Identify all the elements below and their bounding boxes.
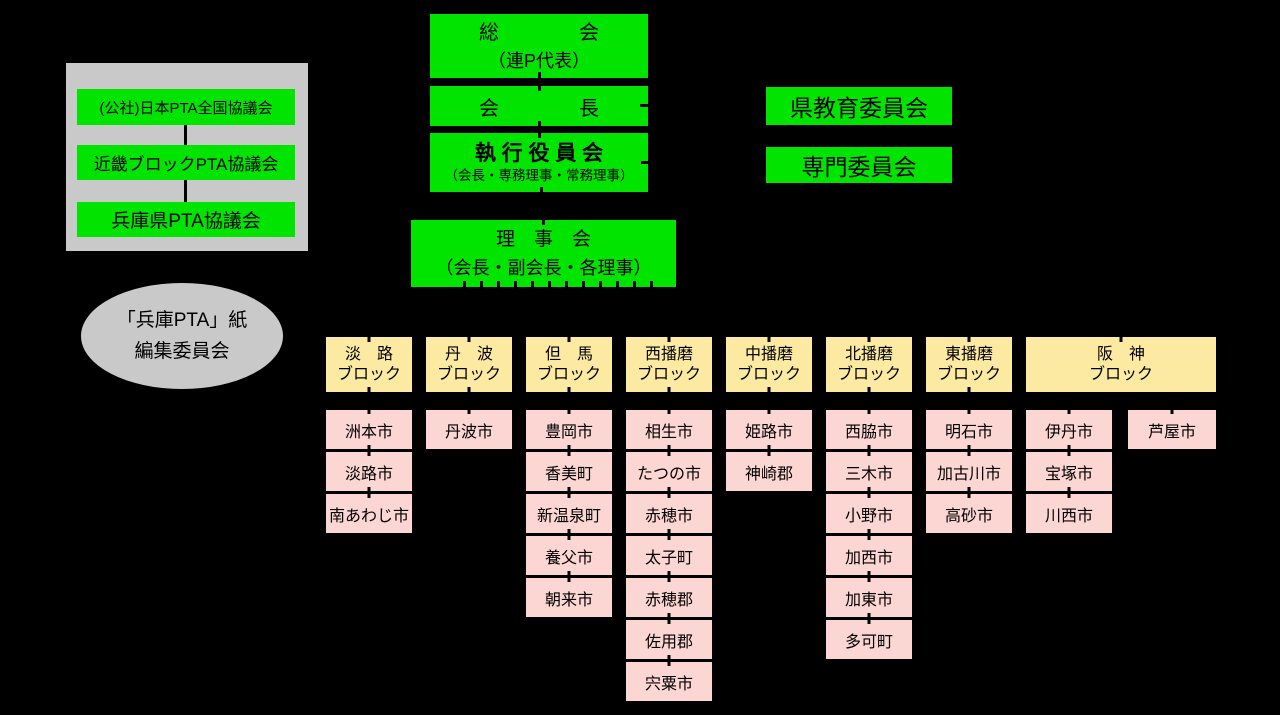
board-of-directors-title: 理 事 会	[495, 229, 591, 250]
block-awaji-name: 淡 路	[344, 345, 393, 363]
block-awaji: 淡 路 ブロック	[326, 337, 412, 392]
hyogo-pta-council-label: 兵庫県PTA協議会	[111, 211, 261, 232]
city-miki: 三木市	[826, 452, 912, 491]
executive-board-subtitle: （会長・専務理事・常務理事）	[444, 168, 634, 183]
city-asago: 朝来市	[526, 578, 612, 617]
block-suffix: ブロック	[536, 365, 601, 383]
city-kanzaki-gun: 神崎郡	[726, 452, 812, 491]
president-box: 会 長	[430, 86, 648, 126]
city-ashiya: 芦屋市	[1128, 410, 1216, 449]
block-nishi-harima: 西播磨 ブロック	[626, 337, 712, 392]
kinki-block-pta-council-label: 近畿ブロックPTA協議会	[93, 155, 279, 174]
national-pta-council-label: (公社)日本PTA全国協議会	[99, 99, 273, 117]
city-tanba: 丹波市	[426, 410, 512, 449]
block-nishi-harima-name: 西播磨	[644, 345, 693, 363]
city-sayo-gun: 佐用郡	[626, 620, 712, 659]
city-taishi: 太子町	[626, 536, 712, 575]
connector-stub	[542, 220, 545, 225]
city-shiso: 宍粟市	[626, 662, 712, 701]
city-nishiwaki: 西脇市	[826, 410, 912, 449]
connector-stub	[538, 121, 541, 126]
block-suffix: ブロック	[736, 365, 801, 383]
city-tatsuno: たつの市	[626, 452, 712, 491]
kinki-block-pta-council-box: 近畿ブロックPTA協議会	[77, 145, 295, 180]
city-shinonsen: 新温泉町	[526, 494, 612, 533]
general-assembly-subtitle: （連P代表）	[487, 51, 590, 71]
connector-stub	[538, 133, 541, 138]
dashed-connector-stub	[640, 104, 649, 107]
city-ako: 赤穂市	[626, 494, 712, 533]
block-suffix: ブロック	[636, 365, 701, 383]
editorial-committee-line2: 編集委員会	[134, 341, 230, 362]
block-suffix: ブロック	[936, 365, 1001, 383]
connector-stub	[538, 72, 541, 78]
block-kita-harima-name: 北播磨	[844, 345, 893, 363]
city-ako-gun: 赤穂郡	[626, 578, 712, 617]
block-suffix: ブロック	[1088, 365, 1153, 383]
national-pta-council-box: (公社)日本PTA全国協議会	[77, 89, 295, 125]
connector-stub	[538, 86, 541, 91]
board-of-directors-subtitle: （会長・副会長・各理事）	[435, 258, 652, 278]
block-suffix: ブロック	[836, 365, 901, 383]
city-minamiawaji: 南あわじ市	[326, 494, 412, 533]
block-naka-harima: 中播磨 ブロック	[726, 337, 812, 392]
city-takarazuka: 宝塚市	[1026, 452, 1112, 491]
city-itami: 伊丹市	[1026, 410, 1112, 449]
connector-line	[184, 180, 187, 202]
executive-board-box: 執 行 役 員 会 （会長・専務理事・常務理事）	[430, 133, 648, 192]
prefectural-board-of-education-box: 県教育委員会	[766, 87, 952, 125]
city-kami: 香美町	[526, 452, 612, 491]
hyogo-pta-council-box: 兵庫県PTA協議会	[77, 202, 295, 237]
city-awaji: 淡路市	[326, 452, 412, 491]
board-to-blocks-connector-stubs	[463, 281, 661, 287]
connector-stub	[540, 187, 543, 192]
special-committee-box: 専門委員会	[766, 147, 952, 183]
block-hanshin: 阪 神 ブロック	[1026, 337, 1216, 392]
city-toyooka: 豊岡市	[526, 410, 612, 449]
city-taka: 多可町	[826, 620, 912, 659]
city-kato: 加東市	[826, 578, 912, 617]
block-higashi-harima-name: 東播磨	[944, 345, 993, 363]
general-assembly-box: 総 会 （連P代表）	[430, 14, 648, 78]
editorial-committee-ellipse: 「兵庫PTA」紙 編集委員会	[81, 283, 283, 389]
editorial-committee-line1: 「兵庫PTA」紙	[116, 310, 248, 331]
city-kawanishi: 川西市	[1026, 494, 1112, 533]
block-suffix: ブロック	[336, 365, 401, 383]
block-naka-harima-name: 中播磨	[744, 345, 793, 363]
block-hanshin-name: 阪 神	[1096, 345, 1145, 363]
special-committee-label: 専門委員会	[801, 154, 917, 180]
city-aioi: 相生市	[626, 410, 712, 449]
executive-board-title: 執 行 役 員 会	[474, 142, 604, 165]
city-kasai: 加西市	[826, 536, 912, 575]
block-tajima-name: 但 馬	[544, 345, 593, 363]
block-tanba: 丹 波 ブロック	[426, 337, 512, 392]
city-takasago: 高砂市	[926, 494, 1012, 533]
city-sumoto: 洲本市	[326, 410, 412, 449]
block-suffix: ブロック	[436, 365, 501, 383]
connector-line	[184, 125, 187, 145]
block-tanba-name: 丹 波	[444, 345, 493, 363]
block-higashi-harima: 東播磨 ブロック	[926, 337, 1012, 392]
city-yabu: 養父市	[526, 536, 612, 575]
city-ono: 小野市	[826, 494, 912, 533]
prefectural-board-of-education-label: 県教育委員会	[790, 95, 928, 121]
city-himeji: 姫路市	[726, 410, 812, 449]
dashed-connector-stub	[641, 161, 649, 164]
board-of-directors-box: 理 事 会 （会長・副会長・各理事）	[411, 220, 676, 287]
city-kakogawa: 加古川市	[926, 452, 1012, 491]
president-label: 会 長	[479, 97, 599, 120]
block-tajima: 但 馬 ブロック	[526, 337, 612, 392]
general-assembly-title: 総 会	[479, 22, 599, 44]
block-kita-harima: 北播磨 ブロック	[826, 337, 912, 392]
city-akashi: 明石市	[926, 410, 1012, 449]
